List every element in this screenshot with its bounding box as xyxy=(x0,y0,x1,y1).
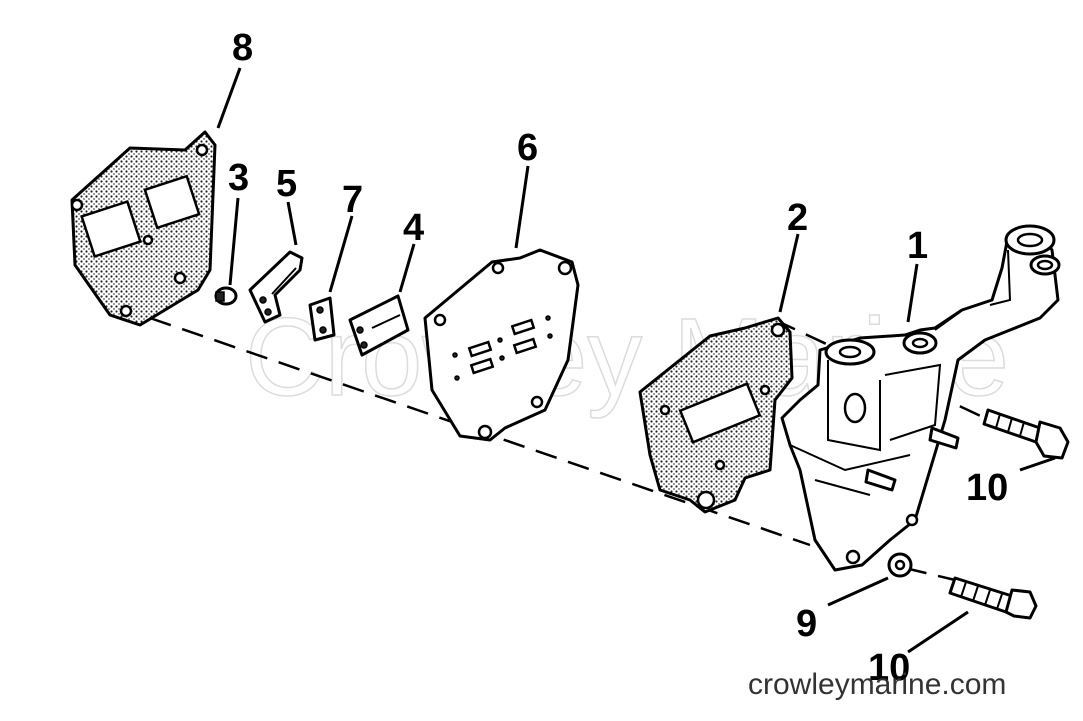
leader-3 xyxy=(228,197,240,286)
callout-4: 4 xyxy=(403,207,424,249)
leader-4 xyxy=(398,243,416,293)
part-7-plate xyxy=(308,296,336,342)
part-2-gasket xyxy=(638,316,794,514)
alignment-line-washer xyxy=(904,566,956,582)
leader-1 xyxy=(906,263,919,323)
site-credit: crowleymarine.com xyxy=(748,668,1006,701)
callout-6: 6 xyxy=(517,127,538,169)
callout-7: 7 xyxy=(342,179,363,221)
leader-10-lower xyxy=(907,610,969,654)
part-4-reed xyxy=(348,294,410,357)
leader-7 xyxy=(328,215,354,293)
leader-9 xyxy=(827,576,889,607)
callout-10-lower: 10 xyxy=(868,647,910,689)
leader-8 xyxy=(216,67,242,129)
leader-6 xyxy=(514,165,530,249)
part-8-gasket xyxy=(70,130,217,327)
part-10-bolt-upper xyxy=(982,408,1070,460)
callout-8: 8 xyxy=(232,27,253,69)
callout-5: 5 xyxy=(276,163,297,205)
part-6-reed-plate xyxy=(423,248,580,442)
callout-3: 3 xyxy=(228,157,249,199)
leader-2 xyxy=(778,233,800,313)
callout-2: 2 xyxy=(787,197,808,239)
part-9-lock-washer xyxy=(887,552,913,578)
callout-10-upper: 10 xyxy=(966,467,1008,509)
part-5-reed-stop xyxy=(248,250,304,324)
callout-1: 1 xyxy=(907,225,928,267)
callout-9: 9 xyxy=(796,603,817,645)
leader-10-upper xyxy=(1019,456,1056,472)
leader-5 xyxy=(286,201,298,246)
part-1-adapter-housing xyxy=(780,224,1061,572)
part-10-bolt-lower xyxy=(948,576,1038,620)
part-3-screw xyxy=(214,286,238,306)
